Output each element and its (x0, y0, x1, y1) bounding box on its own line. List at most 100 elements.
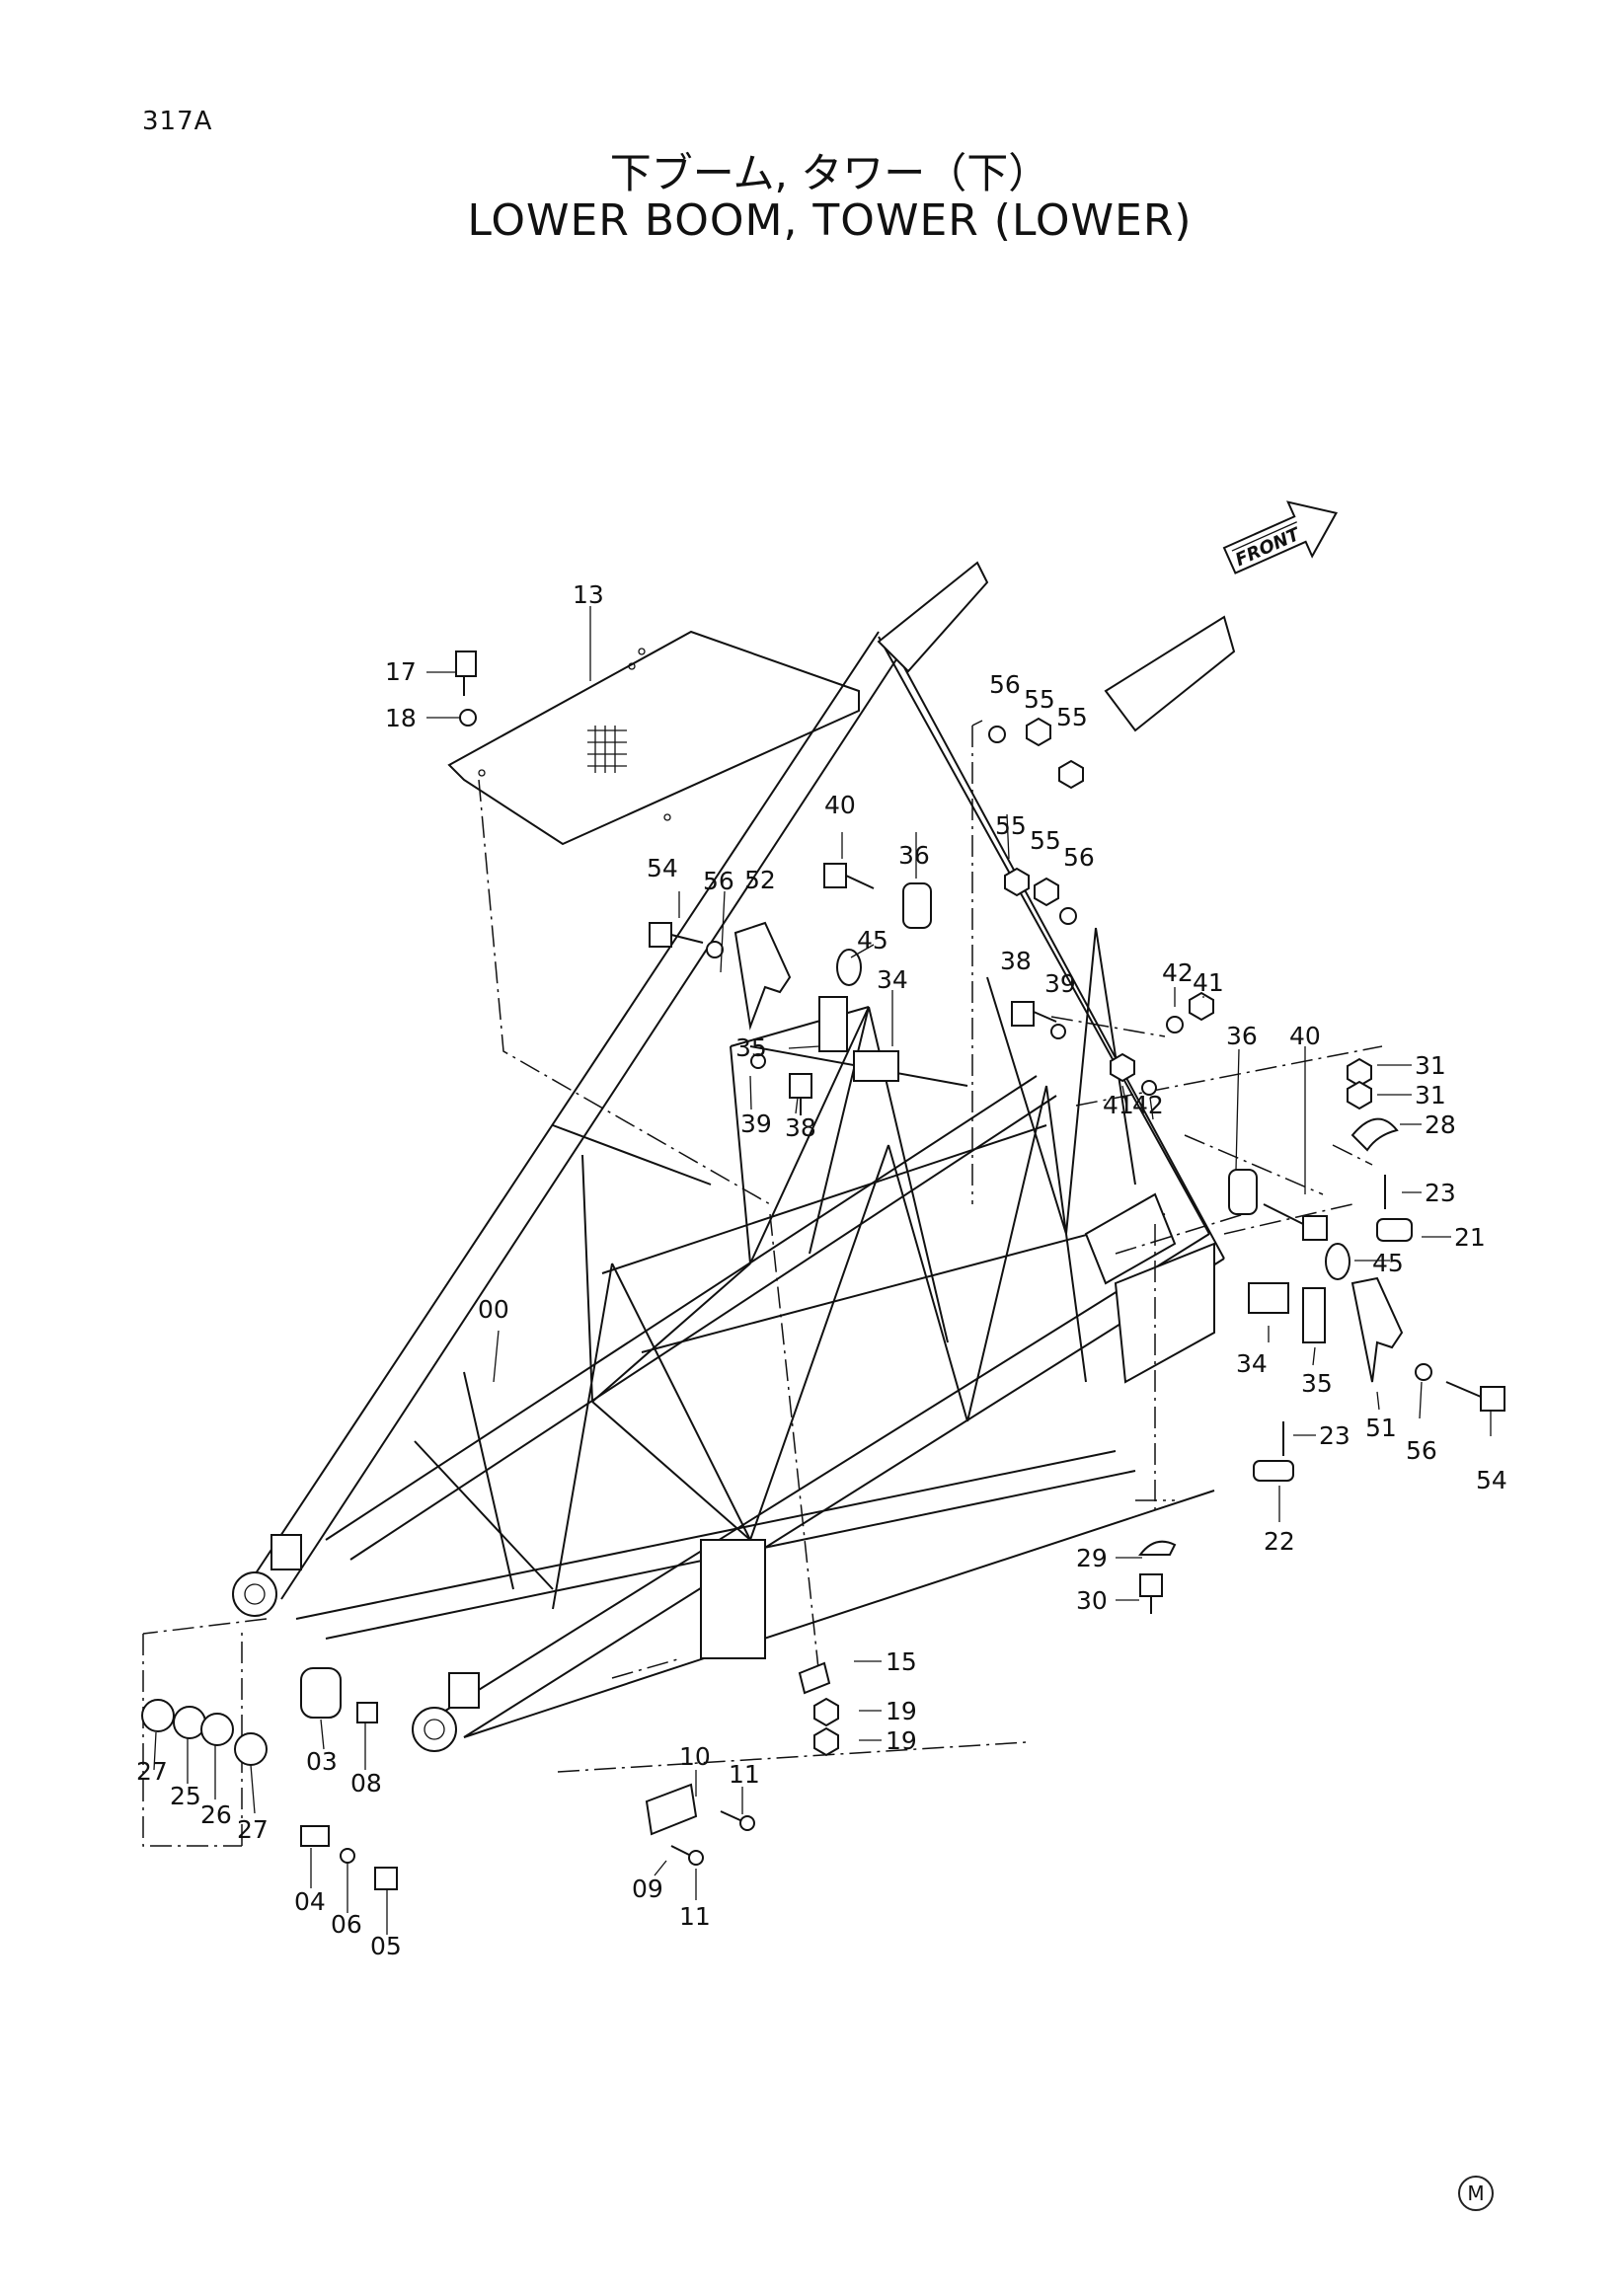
callout: 41 (1103, 1091, 1134, 1119)
callout: 55 (995, 811, 1027, 840)
bolt-icon (455, 651, 477, 696)
block-icon (1248, 1282, 1289, 1314)
callout: 56 (703, 867, 734, 895)
nut-icon (1347, 1080, 1372, 1110)
name-plate-icon (645, 1783, 698, 1836)
callout: 55 (1024, 685, 1055, 714)
screw-icon (720, 1810, 755, 1831)
callout: 36 (898, 841, 930, 870)
callout: 04 (294, 1887, 326, 1916)
callout: 40 (1289, 1022, 1321, 1050)
footer-mark: M (1458, 2176, 1494, 2211)
callout: 17 (385, 657, 417, 686)
ring-icon (234, 1732, 268, 1766)
washer-icon (706, 941, 724, 958)
callout: 23 (1425, 1179, 1456, 1207)
lattice-boom-frame (232, 561, 1236, 1752)
ring-icon (141, 1699, 175, 1732)
bolt-icon (356, 1702, 378, 1723)
callout: 54 (647, 854, 678, 882)
callout: 10 (679, 1742, 711, 1771)
bolt-icon (823, 863, 875, 889)
callout: 45 (857, 926, 888, 955)
washer-icon (750, 1053, 766, 1069)
callout: 34 (1236, 1349, 1268, 1378)
callout-labels: 13 17 18 56 55 55 40 36 55 55 56 54 56 5… (136, 580, 1507, 1960)
assembly-lines (142, 720, 1383, 1847)
nut-icon (813, 1697, 839, 1727)
callout: 30 (1076, 1586, 1108, 1615)
ring-icon (173, 1706, 206, 1739)
bracket-plate-icon (733, 921, 792, 1031)
clip-icon (798, 1661, 831, 1695)
callout: 08 (350, 1769, 382, 1798)
clip-icon (1137, 1540, 1177, 1556)
washer-icon (1166, 1016, 1184, 1033)
callout: 19 (886, 1726, 917, 1755)
callout: 56 (1406, 1436, 1437, 1465)
nut-icon (813, 1726, 839, 1757)
bushing-icon (902, 882, 932, 929)
bracket-plate-icon (1350, 1276, 1404, 1383)
callout: 55 (1030, 826, 1061, 855)
callout: 52 (744, 866, 776, 894)
clip-pin-icon (1325, 1243, 1350, 1280)
nut-icon (1026, 717, 1051, 747)
nut-icon (1004, 867, 1030, 897)
callout: 27 (136, 1757, 168, 1786)
pin-icon (1253, 1460, 1294, 1482)
callout: 35 (735, 1033, 767, 1062)
pin-icon (1302, 1287, 1326, 1343)
callout: 56 (989, 670, 1021, 699)
callout: 05 (370, 1932, 402, 1960)
ring-icon (200, 1713, 234, 1746)
bolt-icon (1445, 1381, 1505, 1412)
washer-icon (1059, 907, 1077, 925)
clip-icon (1350, 1117, 1399, 1152)
callout: 11 (679, 1902, 711, 1931)
washer-icon (1415, 1363, 1432, 1381)
callout: 56 (1063, 843, 1095, 872)
nut-icon (1034, 877, 1059, 907)
leader-lines (153, 606, 1492, 1935)
callout: 00 (478, 1295, 509, 1324)
washer-icon (1050, 1024, 1066, 1039)
callout: 09 (632, 1875, 663, 1903)
callout: 27 (237, 1815, 269, 1844)
title-english: LOWER BOOM, TOWER (LOWER) (467, 195, 1193, 246)
nut-icon (1347, 1057, 1372, 1088)
callout: 55 (1056, 703, 1088, 731)
callout: 13 (573, 580, 604, 609)
nut-icon (1058, 759, 1084, 790)
callout: 36 (1226, 1022, 1258, 1050)
washer-icon (340, 1848, 355, 1864)
plate-icon (300, 1825, 330, 1847)
callout: 18 (385, 704, 417, 732)
callout: 19 (886, 1697, 917, 1725)
callout: 40 (824, 791, 856, 819)
callout: 38 (785, 1113, 816, 1142)
callout: 15 (886, 1647, 917, 1676)
bolt-icon (789, 1073, 812, 1115)
callout: 38 (1000, 947, 1032, 975)
pin-icon (300, 1667, 342, 1719)
callout: 41 (1193, 968, 1224, 997)
callout: 45 (1372, 1249, 1404, 1277)
callout: 29 (1076, 1544, 1108, 1572)
callout: 39 (740, 1110, 772, 1138)
callout: 54 (1476, 1466, 1507, 1494)
nut-icon (1110, 1052, 1135, 1083)
washer-icon (1141, 1080, 1157, 1096)
callout: 25 (170, 1782, 201, 1810)
block-icon (853, 1050, 899, 1082)
callout: 23 (1319, 1421, 1350, 1450)
callout: 34 (877, 965, 908, 994)
front-arrow-icon: FRONT (1222, 500, 1339, 574)
callout: 03 (306, 1747, 338, 1776)
callout: 39 (1044, 969, 1076, 998)
callout: 22 (1264, 1527, 1295, 1556)
washer-icon (988, 726, 1006, 743)
bolt-icon (374, 1867, 398, 1890)
callout: 51 (1365, 1414, 1397, 1442)
